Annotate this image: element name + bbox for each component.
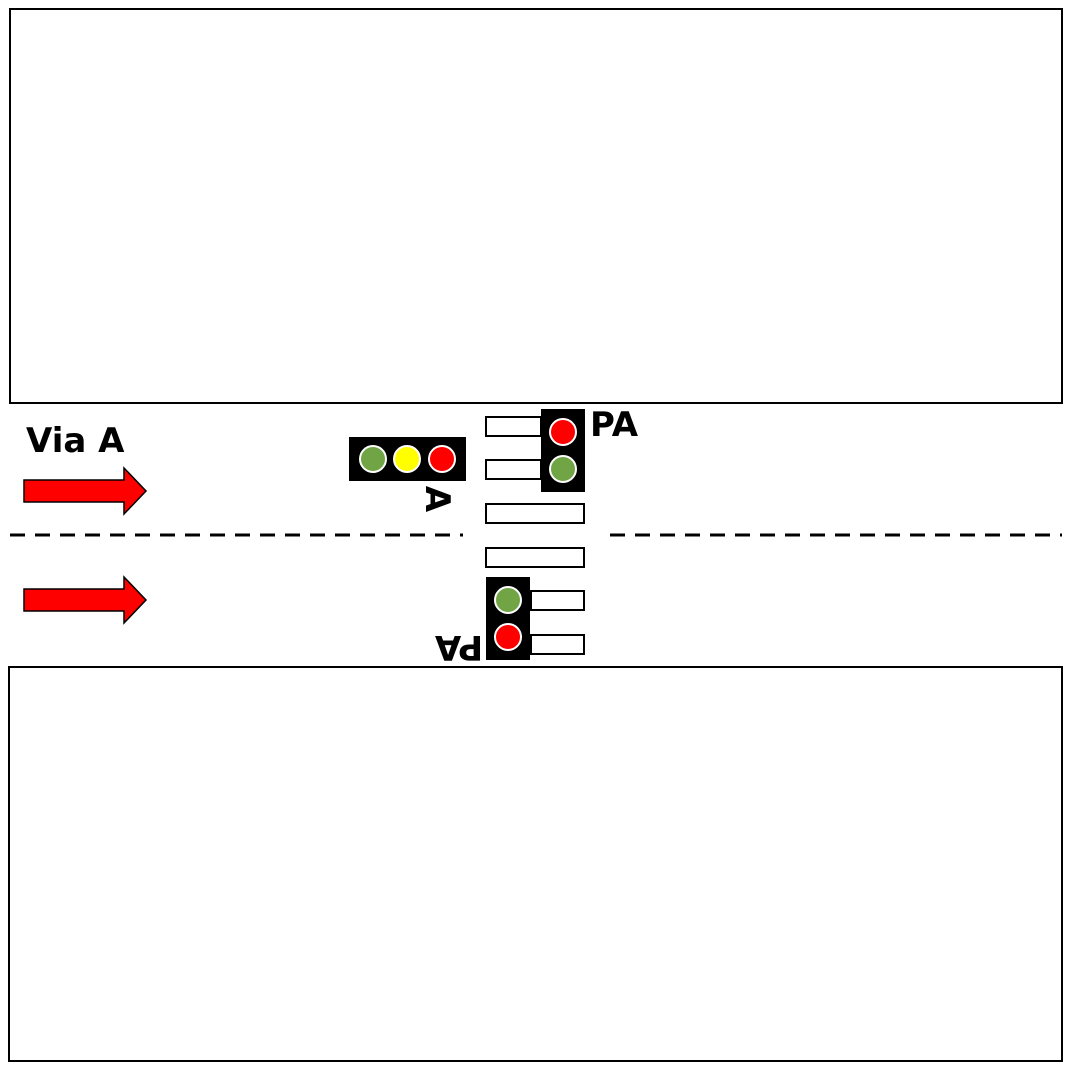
- direction-arrow-upper: [23, 466, 148, 516]
- pedestrian-top-lamp-green: [549, 455, 577, 483]
- vehicle-traffic-light: [349, 437, 466, 481]
- crosswalk-stripe: [530, 634, 585, 655]
- pedestrian-bottom-lamp-red: [494, 623, 522, 651]
- bottom-block: [8, 666, 1063, 1062]
- vehicle-signal-label: A: [417, 486, 457, 513]
- direction-arrow-lower: [23, 575, 148, 625]
- pedestrian-signal-bottom-label: PA: [434, 627, 483, 667]
- top-block: [9, 8, 1063, 404]
- pedestrian-traffic-light-top: [541, 409, 585, 492]
- pedestrian-traffic-light-bottom: [486, 577, 530, 660]
- vehicle-lamp-green: [359, 445, 387, 473]
- crosswalk-stripe: [485, 416, 542, 437]
- crosswalk-stripe: [530, 590, 585, 611]
- crosswalk-stripe: [485, 459, 542, 480]
- pedestrian-top-lamp-red: [549, 418, 577, 446]
- vehicle-lamp-red: [428, 445, 456, 473]
- pedestrian-signal-top-label: PA: [590, 405, 639, 445]
- pedestrian-bottom-lamp-green: [494, 586, 522, 614]
- crosswalk-stripe: [485, 547, 585, 568]
- crosswalk-stripe: [485, 503, 585, 524]
- crosswalk: [485, 416, 585, 655]
- road-name-label: Via A: [26, 421, 125, 461]
- vehicle-lamp-yellow: [393, 445, 421, 473]
